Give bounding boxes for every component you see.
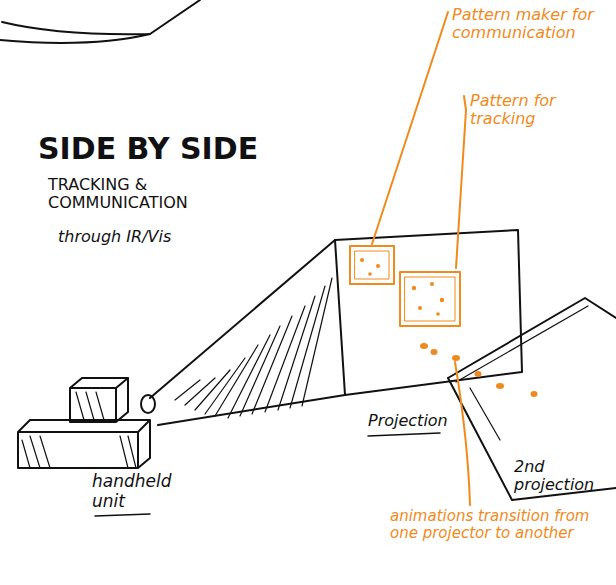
underline bbox=[95, 514, 150, 516]
pattern-dot bbox=[412, 286, 416, 290]
animation-dot bbox=[531, 391, 538, 397]
animation-dot bbox=[475, 371, 482, 377]
tracking-pattern bbox=[405, 277, 455, 321]
annotation: animations transition from one projector… bbox=[390, 508, 614, 543]
leader-line bbox=[456, 96, 466, 268]
beam-hatching bbox=[175, 278, 332, 418]
pattern-dot bbox=[430, 282, 434, 286]
animation-dot bbox=[452, 355, 460, 361]
leader-line bbox=[372, 12, 448, 244]
fragment-outline bbox=[0, 34, 150, 43]
part-label: Projection bbox=[368, 412, 478, 430]
communication-pattern bbox=[355, 251, 389, 279]
subtitle-note: through IR/Vis bbox=[58, 228, 208, 246]
second-projection-edge bbox=[456, 306, 588, 440]
subtitle: TRACKING & COMMUNICATION bbox=[48, 176, 198, 213]
animation-dot bbox=[431, 349, 438, 355]
beam-line bbox=[158, 395, 345, 425]
pattern-dot bbox=[440, 298, 444, 302]
animation-dot bbox=[496, 383, 504, 389]
pattern-dot bbox=[418, 306, 422, 310]
pattern-dot bbox=[360, 258, 364, 262]
communication-pattern bbox=[350, 246, 394, 284]
lens bbox=[141, 395, 155, 413]
annotation: Pattern maker for communication bbox=[452, 6, 616, 43]
part-label: handheld unit bbox=[92, 472, 182, 511]
underline bbox=[368, 433, 440, 436]
tracking-pattern bbox=[400, 272, 460, 326]
animation-dot bbox=[420, 343, 428, 349]
title: SIDE BY SIDE bbox=[38, 132, 258, 167]
annotation: Pattern for tracking bbox=[470, 92, 590, 129]
leader-line bbox=[455, 362, 470, 505]
pattern-dot bbox=[436, 312, 440, 316]
projection-surface bbox=[335, 230, 522, 395]
handheld-hatching bbox=[22, 392, 136, 468]
pattern-dot bbox=[376, 264, 380, 268]
fragment-outline bbox=[2, 0, 200, 34]
pattern-dot bbox=[368, 272, 372, 276]
second-projection-surface bbox=[448, 298, 616, 500]
part-label: 2nd projection bbox=[514, 458, 614, 495]
